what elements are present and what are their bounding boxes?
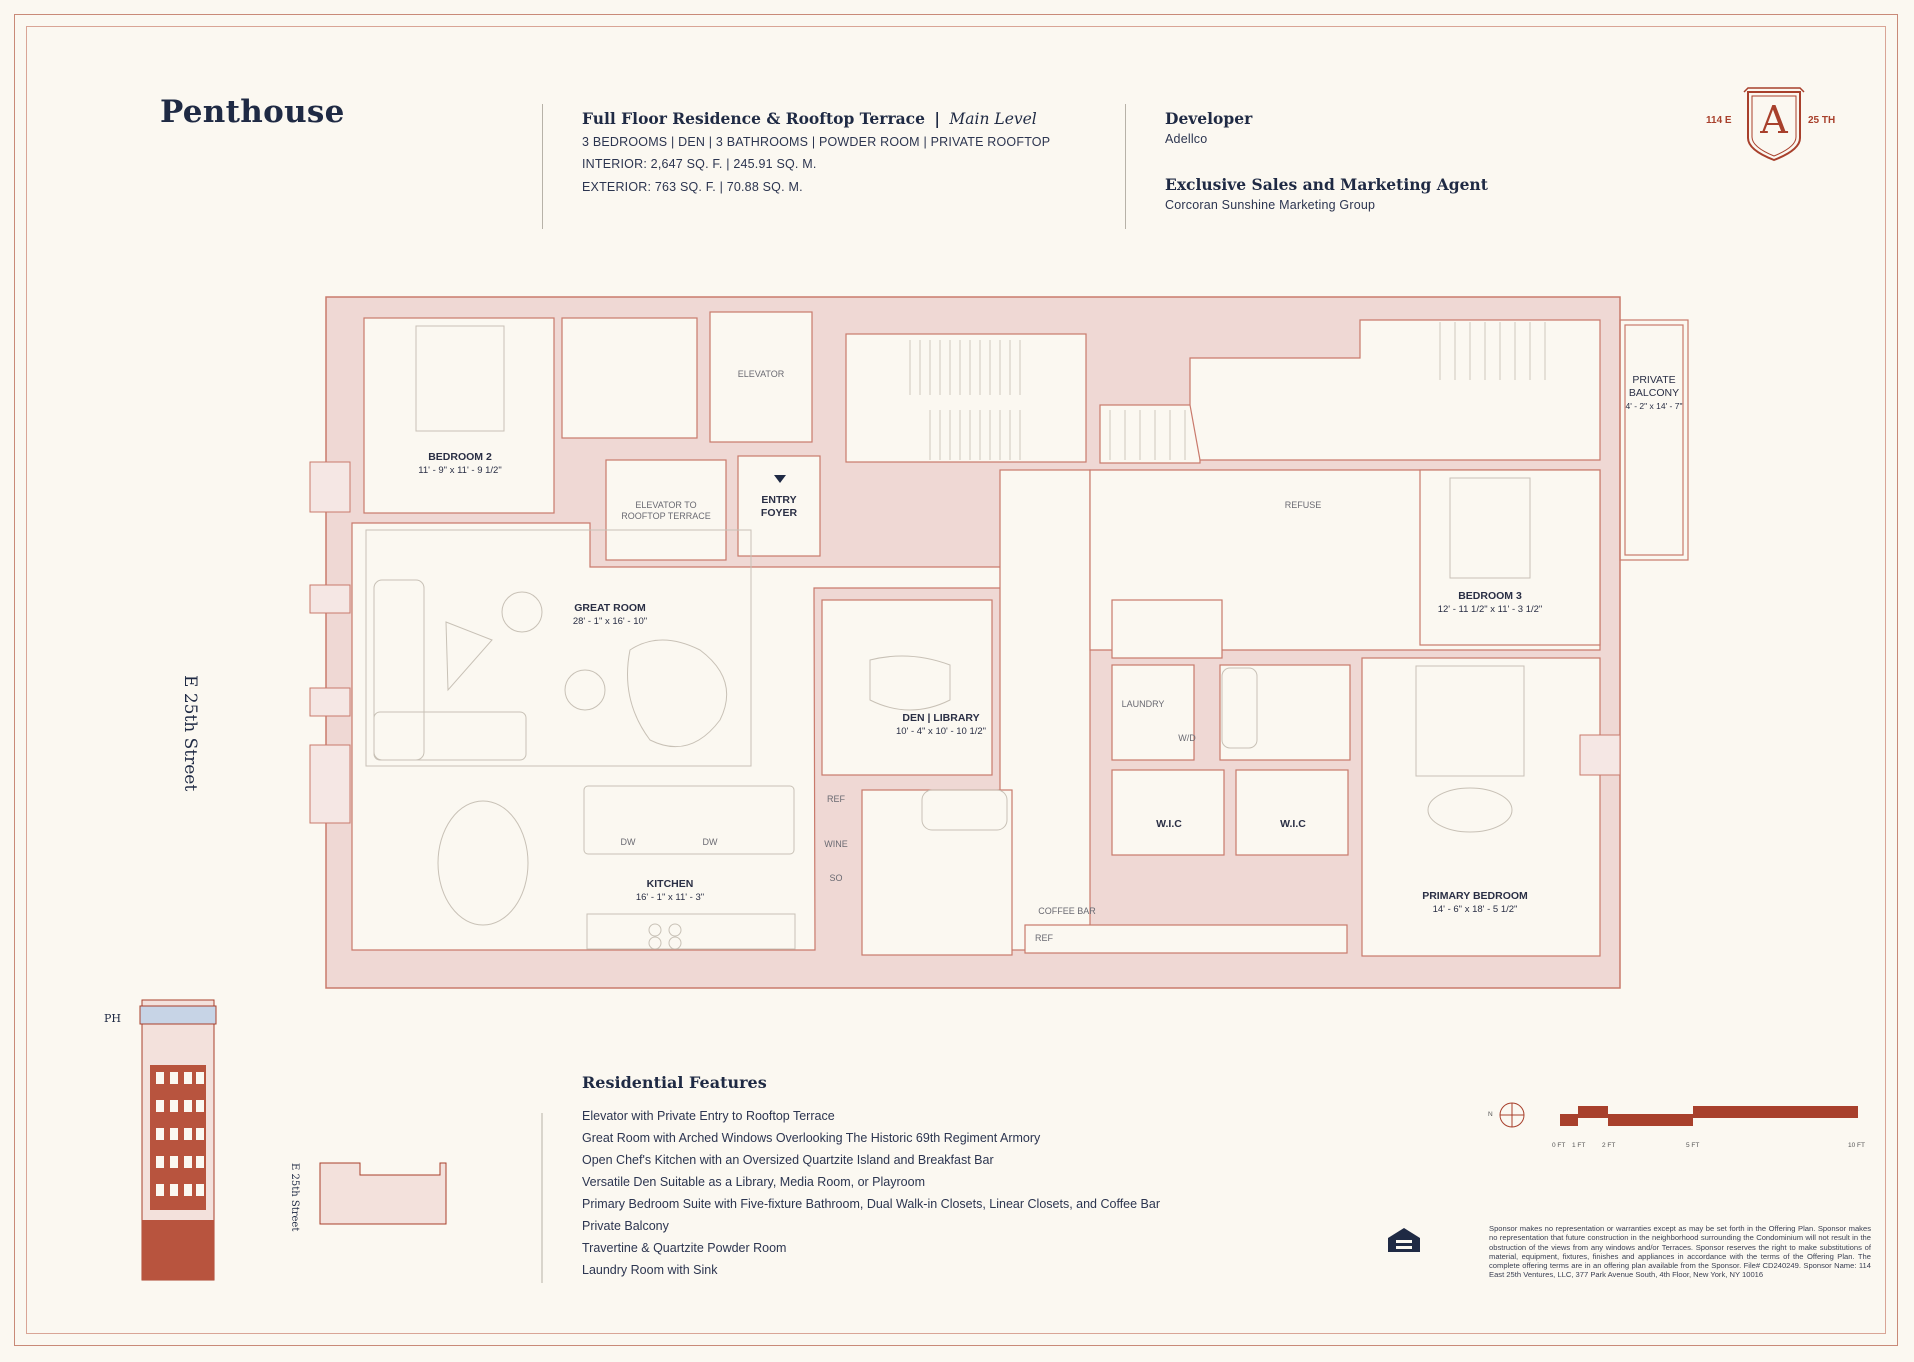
agent-name: Corcoran Sunshine Marketing Group: [1165, 198, 1376, 212]
features-title: Residential Features: [582, 1073, 767, 1092]
label-so: SO: [829, 873, 843, 883]
header-divider-2: [1125, 104, 1126, 229]
label-ref: REF: [827, 794, 845, 804]
scale-tick: 2 FT: [1602, 1142, 1616, 1149]
label-ref-2: REF: [1035, 933, 1053, 943]
street-label: E 25th Street: [180, 675, 200, 792]
feature-item: Versatile Den Suitable as a Library, Med…: [582, 1175, 925, 1189]
scale-tick: 5 FT: [1686, 1142, 1700, 1149]
logo-right-text: 25 TH: [1808, 115, 1836, 126]
scale-tick: 1 FT: [1572, 1142, 1586, 1149]
label-coffee-bar: COFFEE BAR: [1038, 906, 1096, 916]
room-elevator-rooftop: ELEVATOR TO ROOFTOP TERRACE: [621, 500, 711, 521]
developer-name: Adellco: [1165, 132, 1208, 146]
agent-label: Exclusive Sales and Marketing Agent: [1165, 175, 1488, 194]
label-dw-1: DW: [620, 837, 636, 847]
residence-sep: |: [934, 109, 941, 128]
penthouse-marker: PH: [104, 1012, 121, 1025]
label-wd: W/D: [1178, 733, 1196, 743]
residence-summary: 3 BEDROOMS | DEN | 3 BATHROOMS | POWDER …: [582, 135, 1051, 149]
label-refuse: REFUSE: [1284, 500, 1322, 510]
room-elevator: ELEVATOR: [737, 369, 785, 379]
compass-icon: [1499, 1102, 1525, 1128]
page-title: Penthouse: [160, 94, 345, 130]
scale-tick: 0 FT: [1552, 1142, 1566, 1149]
label-dw-2: DW: [702, 837, 718, 847]
equal-housing-icon: [1388, 1228, 1420, 1252]
room-entry-foyer: ENTRY FOYER: [760, 494, 798, 519]
inner-border: [26, 26, 1886, 1334]
room-wic-2: W.I.C: [1280, 818, 1306, 830]
label-laundry: LAUNDRY: [1121, 699, 1165, 709]
feature-item: Great Room with Arched Windows Overlooki…: [582, 1131, 1041, 1145]
feature-item: Laundry Room with Sink: [582, 1263, 718, 1277]
label-wine: WINE: [824, 839, 848, 849]
room-wic-1: W.I.C: [1156, 818, 1182, 830]
legal-disclaimer: Sponsor makes no representation or warra…: [1489, 1224, 1871, 1280]
feature-item: Private Balcony: [582, 1219, 669, 1233]
scale-bar: [1560, 1106, 1858, 1126]
developer-label: Developer: [1165, 109, 1253, 128]
interior-area: INTERIOR: 2,647 SQ. F. | 245.91 SQ. M.: [582, 157, 817, 171]
feature-item: Primary Bedroom Suite with Five-fixture …: [582, 1197, 1161, 1211]
residence-main: Full Floor Residence & Rooftop Terrace: [582, 109, 925, 128]
logo-left-text: 114 E: [1706, 115, 1732, 126]
exterior-area: EXTERIOR: 763 SQ. F. | 70.88 SQ. M.: [582, 180, 803, 194]
street-label-small: E 25th Street: [289, 1163, 300, 1232]
feature-item: Elevator with Private Entry to Rooftop T…: [582, 1109, 835, 1123]
feature-item: Travertine & Quartzite Powder Room: [582, 1241, 787, 1255]
shield-icon: [1743, 87, 1805, 162]
residence-heading: Full Floor Residence & Rooftop Terrace |…: [582, 109, 1037, 128]
outer-border: [14, 14, 1898, 1346]
scale-tick: 10 FT: [1848, 1142, 1865, 1149]
header-divider-1: [542, 104, 543, 229]
residence-level: Main Level: [949, 110, 1037, 128]
feature-item: Open Chef's Kitchen with an Oversized Qu…: [582, 1153, 994, 1167]
building-logo: 114 E A 25 TH: [1700, 84, 1850, 164]
logo-letter: A: [1760, 98, 1788, 142]
north-label: N: [1488, 1111, 1493, 1118]
